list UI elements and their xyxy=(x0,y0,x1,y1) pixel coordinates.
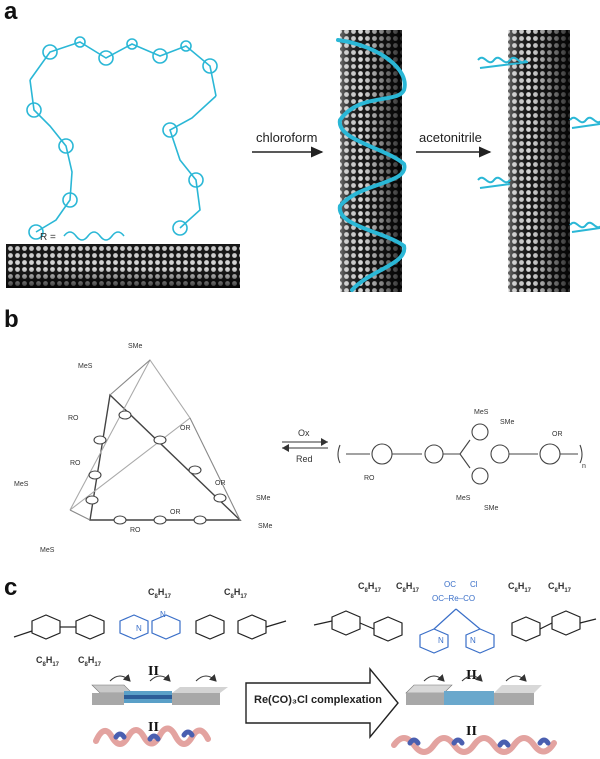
panel-a-letter: a xyxy=(4,0,18,25)
c8h17-right-2: C8H17 xyxy=(396,581,420,594)
linear-polymer xyxy=(337,423,583,485)
c8h17-right-4: C8H17 xyxy=(548,581,572,594)
sme-label-2: SMe xyxy=(256,495,271,502)
panel-c-graphics: C8H17 C8H17 C8H17 C8H17 N N OC Cl OC–Re–… xyxy=(13,580,597,755)
n-label-right-1: N xyxy=(438,636,444,645)
c8h17-right-1: C8H17 xyxy=(358,581,382,594)
complexation-arrow-label: Re(CO)₃Cl complexation xyxy=(254,694,382,706)
or-label-2: OR xyxy=(215,480,226,487)
panel-b-graphics: SMe MeS RO OR RO OR MeS SMe RO OR MeS SM… xyxy=(14,343,586,554)
polymer-or: OR xyxy=(552,431,563,438)
ox-label: Ox xyxy=(298,428,310,438)
mes-label-3: MeS xyxy=(40,547,55,554)
oc-re-co-label: OC–Re–CO xyxy=(432,594,475,603)
panel-c-letter: c xyxy=(4,574,18,601)
equiv-mark-left-1: II xyxy=(148,664,159,679)
polymer-n: n xyxy=(582,463,586,470)
n-label-left-1: N xyxy=(136,624,142,633)
left-molecule xyxy=(13,614,287,640)
mes-label-1: MeS xyxy=(78,363,93,370)
c8h17-left-bottom2: C8H17 xyxy=(78,655,102,668)
right-molecule xyxy=(313,608,597,654)
arrow-label-chloroform: chloroform xyxy=(256,130,318,145)
panel-a-graphics: R = xyxy=(6,30,600,292)
ro-label-1: RO xyxy=(68,415,79,422)
macrocycle-structure xyxy=(26,36,218,241)
cl-label: Cl xyxy=(470,580,478,589)
triangle-macrocycle xyxy=(69,358,242,525)
c8h17-left-top2: C8H17 xyxy=(224,587,248,600)
or-label-3: OR xyxy=(170,509,181,516)
red-label: Red xyxy=(296,454,313,464)
left-bar-schematic xyxy=(91,673,228,705)
helical-polymer-wrap xyxy=(336,38,407,292)
n-label-right-2: N xyxy=(470,636,476,645)
released-helices xyxy=(477,56,600,233)
mes-label-2: MeS xyxy=(14,481,29,488)
sme-label-3: SMe xyxy=(258,523,273,530)
r-group-label: R = xyxy=(40,232,56,243)
equiv-mark-left-2: II xyxy=(148,720,159,735)
or-label-1: OR xyxy=(180,425,191,432)
ro-label-2: RO xyxy=(70,460,81,467)
polymer-sme-top: SMe xyxy=(500,419,515,426)
right-chain xyxy=(391,735,557,755)
polymer-ro: RO xyxy=(364,475,375,482)
ro-label-3: RO xyxy=(130,527,141,534)
c8h17-left-top: C8H17 xyxy=(148,587,172,600)
sme-label-1: SMe xyxy=(128,343,143,350)
n-label-left-2: N xyxy=(160,610,166,619)
oc-label: OC xyxy=(444,580,456,589)
c8h17-left-bottom: C8H17 xyxy=(36,655,60,668)
c8h17-right-3: C8H17 xyxy=(508,581,532,594)
polymer-sme-bottom: SMe xyxy=(484,505,499,512)
complexation-arrow xyxy=(245,667,399,739)
polymer-mes-bottom: MeS xyxy=(456,495,471,502)
polymer-mes-top: MeS xyxy=(474,409,489,416)
panel-b-letter: b xyxy=(4,306,19,333)
arrow-label-acetonitrile: acetonitrile xyxy=(419,130,482,145)
right-bar-schematic xyxy=(405,673,542,705)
left-chain xyxy=(93,725,211,747)
equiv-mark-right-2: II xyxy=(466,724,477,739)
